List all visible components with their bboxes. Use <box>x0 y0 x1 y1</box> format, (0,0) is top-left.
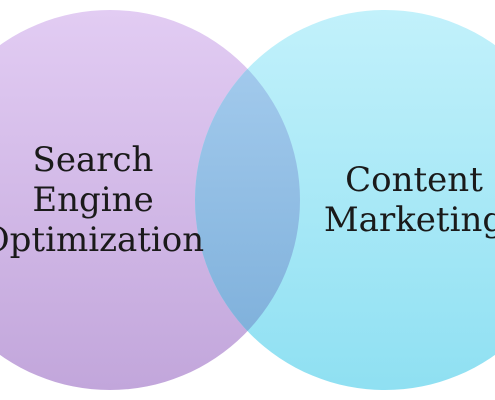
left-label-line-1: Search <box>32 140 154 180</box>
left-label-line-3: Optimization <box>0 220 205 260</box>
left-set-label: Search Engine Optimization <box>0 140 206 260</box>
left-label-line-2: Engine <box>32 180 154 220</box>
right-label-line-2: Marketing <box>323 200 495 240</box>
right-set-label: Content Marketing <box>314 160 495 240</box>
right-label-line-1: Content <box>345 160 483 200</box>
